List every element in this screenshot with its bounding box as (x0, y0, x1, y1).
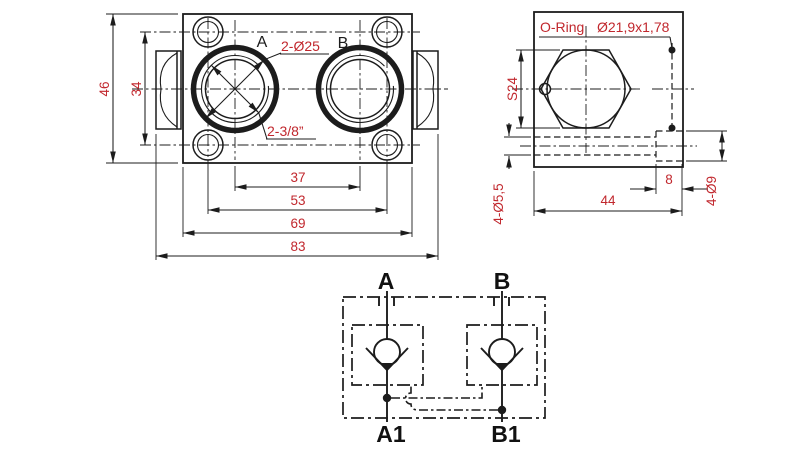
dim-46: 46 (97, 81, 112, 96)
dim-44: 44 (600, 193, 616, 208)
hydraulic-schematic: A B A1 B1 (342, 268, 546, 447)
valve-body-side (533, 11, 684, 168)
s24-dimension (516, 49, 560, 129)
dim-4d55: 4-Ø5,5 (491, 183, 506, 224)
port-a-label: A (257, 34, 268, 51)
dim-4d9: 4-Ø9 (704, 176, 719, 206)
schematic-port-b: B (494, 268, 511, 294)
front-view: A B 2-Ø25 2-3/8” 37 53 69 83 46 34 (97, 13, 448, 260)
junction-b1 (497, 405, 507, 415)
dim-34: 34 (129, 81, 144, 97)
bore-callout: 2-Ø25 (281, 38, 320, 54)
check-valve-symbol-b (480, 291, 524, 422)
schematic-envelope (342, 296, 546, 419)
oring-leader (539, 36, 673, 49)
port-b-label: B (338, 35, 349, 52)
dim-s24: S24 (505, 77, 520, 102)
counterbore-dimension (686, 130, 727, 162)
front-extension-lines (106, 13, 439, 260)
dim-8: 8 (665, 172, 673, 187)
hidden-lines (534, 43, 686, 162)
port-connection-ticks (378, 297, 510, 306)
dim-69: 69 (290, 216, 305, 231)
oring-marker-top (668, 46, 676, 54)
schematic-port-a1: A1 (376, 421, 406, 447)
schematic-port-a: A (378, 268, 395, 294)
thread-callout: 2-3/8” (267, 123, 304, 139)
pilot-line-a (391, 386, 483, 399)
port-b-bore (315, 44, 405, 134)
right-hex-plug (412, 50, 439, 130)
depth-dimension (533, 164, 683, 216)
dim-53: 53 (290, 193, 305, 208)
oring-label: O-Ring (540, 19, 584, 35)
port-a-bore (190, 44, 280, 134)
dim-37: 37 (290, 170, 305, 185)
front-dimension-lines (110, 14, 438, 259)
side-centerlines (512, 26, 697, 153)
thread-callout-leader (210, 64, 316, 140)
left-hex-plug (155, 50, 182, 130)
step-dimension (630, 164, 708, 194)
oring-size: Ø21,9x1,78 (597, 19, 670, 35)
check-valve-symbol-a (365, 291, 409, 422)
schematic-port-b1: B1 (491, 421, 521, 447)
valve-body-front (182, 13, 413, 164)
dim-83: 83 (290, 239, 305, 254)
junction-a1 (382, 393, 392, 403)
oring-marker-bottom (668, 124, 676, 132)
side-view: O-Ring Ø21,9x1,78 S24 4-Ø5,5 44 8 4-Ø9 (491, 11, 727, 225)
pilot-line-b (404, 386, 498, 411)
pilot-hole-dimension (504, 123, 531, 169)
